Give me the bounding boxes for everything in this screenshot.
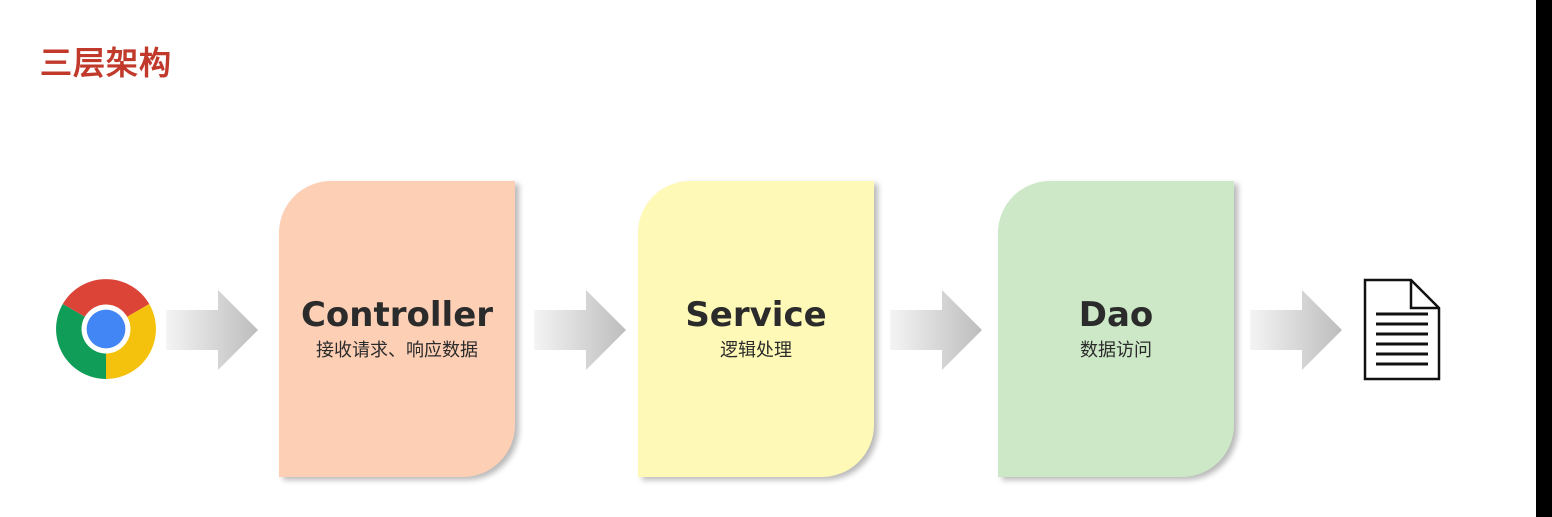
flow-arrow-3	[890, 290, 982, 370]
dao-layer-name: Dao	[1078, 295, 1154, 335]
flow-arrow-1	[166, 290, 258, 370]
dao-layer-description: 数据访问	[1080, 340, 1152, 361]
dao-layer-box: Dao 数据访问	[998, 181, 1234, 477]
service-layer-box: Service 逻辑处理	[638, 181, 874, 477]
service-layer-description: 逻辑处理	[720, 340, 792, 361]
flow-arrow-2	[534, 290, 626, 370]
controller-layer-box: Controller 接收请求、响应数据	[279, 181, 515, 477]
document-icon	[1363, 278, 1441, 381]
controller-layer-description: 接收请求、响应数据	[316, 340, 478, 361]
chrome-browser-icon	[56, 279, 156, 379]
service-layer-name: Service	[685, 295, 827, 335]
page-title: 三层架构	[40, 44, 173, 82]
flow-arrow-4	[1250, 290, 1342, 370]
controller-layer-name: Controller	[300, 295, 494, 335]
right-edge-bar	[1536, 0, 1552, 517]
